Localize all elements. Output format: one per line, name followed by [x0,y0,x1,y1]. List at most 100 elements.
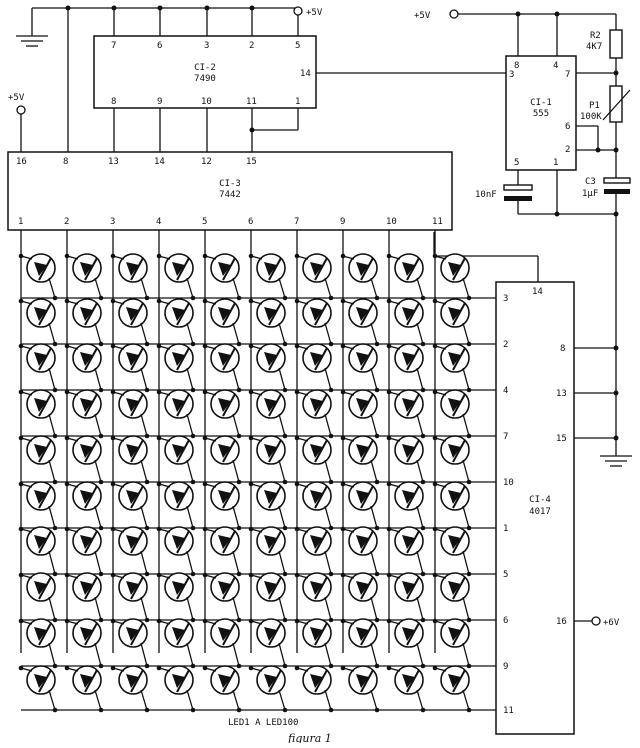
led [432,481,472,531]
led [248,343,288,393]
led [64,343,104,393]
ci4-input-pin: 4 [503,386,508,396]
led [294,389,334,439]
led [386,526,426,577]
ci4-input-pin: 5 [503,570,508,580]
led [18,618,58,669]
supply-label-top: +5V [306,8,323,18]
potentiometer-p1 [609,85,623,123]
led [386,253,426,301]
ground-symbol [16,8,48,47]
led [386,298,426,347]
led [156,343,196,393]
ci4-input-pin: 2 [503,340,508,350]
ci4-input-pin: 9 [503,662,508,672]
led [156,572,196,623]
led [340,665,380,713]
led [110,298,150,347]
ci1-pin-5: 5 [514,158,519,168]
led [340,618,380,669]
figure-caption: figura 1 [287,732,332,743]
ci3-output-pin: 4 [156,217,161,227]
led [248,253,288,301]
ci1-name: CI-1 [530,98,552,108]
led [386,343,426,393]
led [18,665,58,713]
c3-value: 1µF [582,189,598,199]
led-matrix [18,230,496,713]
ci3-output-pin: 2 [64,217,69,227]
led [64,665,104,713]
ci1-pin-4: 4 [553,61,558,71]
led [110,253,150,301]
ci2-pin-1: 1 [295,97,300,107]
led [156,253,196,301]
led [294,253,334,301]
led [248,526,288,577]
led [110,343,150,393]
ci3-pin-16: 16 [16,157,27,167]
ci3-output-pin: 10 [386,217,397,227]
ci3-output-pin: 5 [202,217,207,227]
ci1-pin-3: 3 [509,70,514,80]
led [294,618,334,669]
ci4-input-pin: 3 [503,294,508,304]
led [386,389,426,439]
led [64,389,104,439]
led [18,253,58,301]
led [110,481,150,531]
supply-terminal-left [16,105,26,115]
led [294,298,334,347]
ci4-pin-15: 15 [556,434,567,444]
led [294,343,334,393]
led [202,389,242,439]
supply-label-left: +5V [8,93,25,103]
led [248,572,288,623]
r2-name: R2 [590,31,601,41]
ci4-input-pin: 7 [503,432,508,442]
led [110,526,150,577]
led [156,665,196,713]
led [18,435,58,485]
capacitor-c3 [603,177,631,184]
ci4-input-pin: 6 [503,616,508,626]
ci3-part: 7442 [219,190,241,200]
led [156,435,196,485]
led [340,389,380,439]
led [64,572,104,623]
ci2-pin-3: 3 [204,41,209,51]
led [294,526,334,577]
led [156,298,196,347]
led [432,389,472,439]
ci2-pin-6: 6 [157,41,162,51]
led [64,253,104,301]
ci4-part: 4017 [529,507,551,517]
capacitor-10nf [503,184,533,191]
led [294,435,334,485]
led [432,618,472,669]
led [432,572,472,623]
led [248,618,288,669]
ci1-pin-7: 7 [565,70,570,80]
ci3-pin-13: 13 [108,157,119,167]
led [156,389,196,439]
led [248,481,288,531]
ci1-part: 555 [533,109,549,119]
led [202,572,242,623]
ci2-name: CI-2 [194,63,216,73]
ci2-pin-7: 7 [111,41,116,51]
led [64,618,104,669]
led [202,343,242,393]
led [18,526,58,577]
ci1-pin-6: 6 [565,122,570,132]
led [248,298,288,347]
led [340,298,380,347]
led [156,481,196,531]
ci4-pin-14: 14 [532,287,543,297]
supply-terminal-ci4 [591,616,601,626]
led [248,665,288,713]
led [294,481,334,531]
ci3-pin-12: 12 [201,157,212,167]
led [432,665,472,713]
